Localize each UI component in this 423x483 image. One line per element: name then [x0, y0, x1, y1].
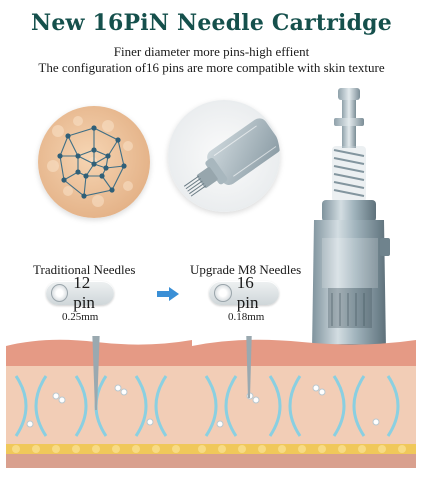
pin-count-badge-upgrade: 16 pin: [209, 273, 279, 312]
pin-network-illustration: [47, 116, 133, 207]
pin-count-upgrade: 16 pin: [236, 273, 259, 312]
traditional-needles-label: Traditional Needles: [33, 262, 136, 277]
subtitle-line-2: The configuration of16 pins are more com…: [38, 60, 385, 75]
needle-tip-closeup-circle: [168, 100, 280, 212]
subtitle-line-1: Finer diameter more pins-high effient: [113, 44, 310, 59]
needle-cartridge-image: [282, 88, 422, 367]
page-title: New 16PiN Needle Cartridge: [31, 10, 392, 36]
needle-tip-illustration: [183, 118, 280, 197]
diameter-traditional: 0.25mm: [62, 311, 99, 323]
skin-cross-section-traditional: [6, 326, 192, 480]
pin-dot-icon: [214, 284, 232, 302]
pin-count-traditional: 12 pin: [73, 273, 95, 312]
pin-dot-icon: [51, 284, 69, 302]
arrow-right-icon: [155, 286, 181, 306]
upgrade-needles-label: Upgrade M8 Needles: [190, 262, 302, 277]
diameter-upgrade: 0.18mm: [228, 311, 265, 323]
pin-count-badge-traditional: 12 pin: [46, 273, 114, 312]
skin-cross-section-upgrade: [192, 326, 416, 480]
skin-texture-circle: [38, 106, 150, 218]
